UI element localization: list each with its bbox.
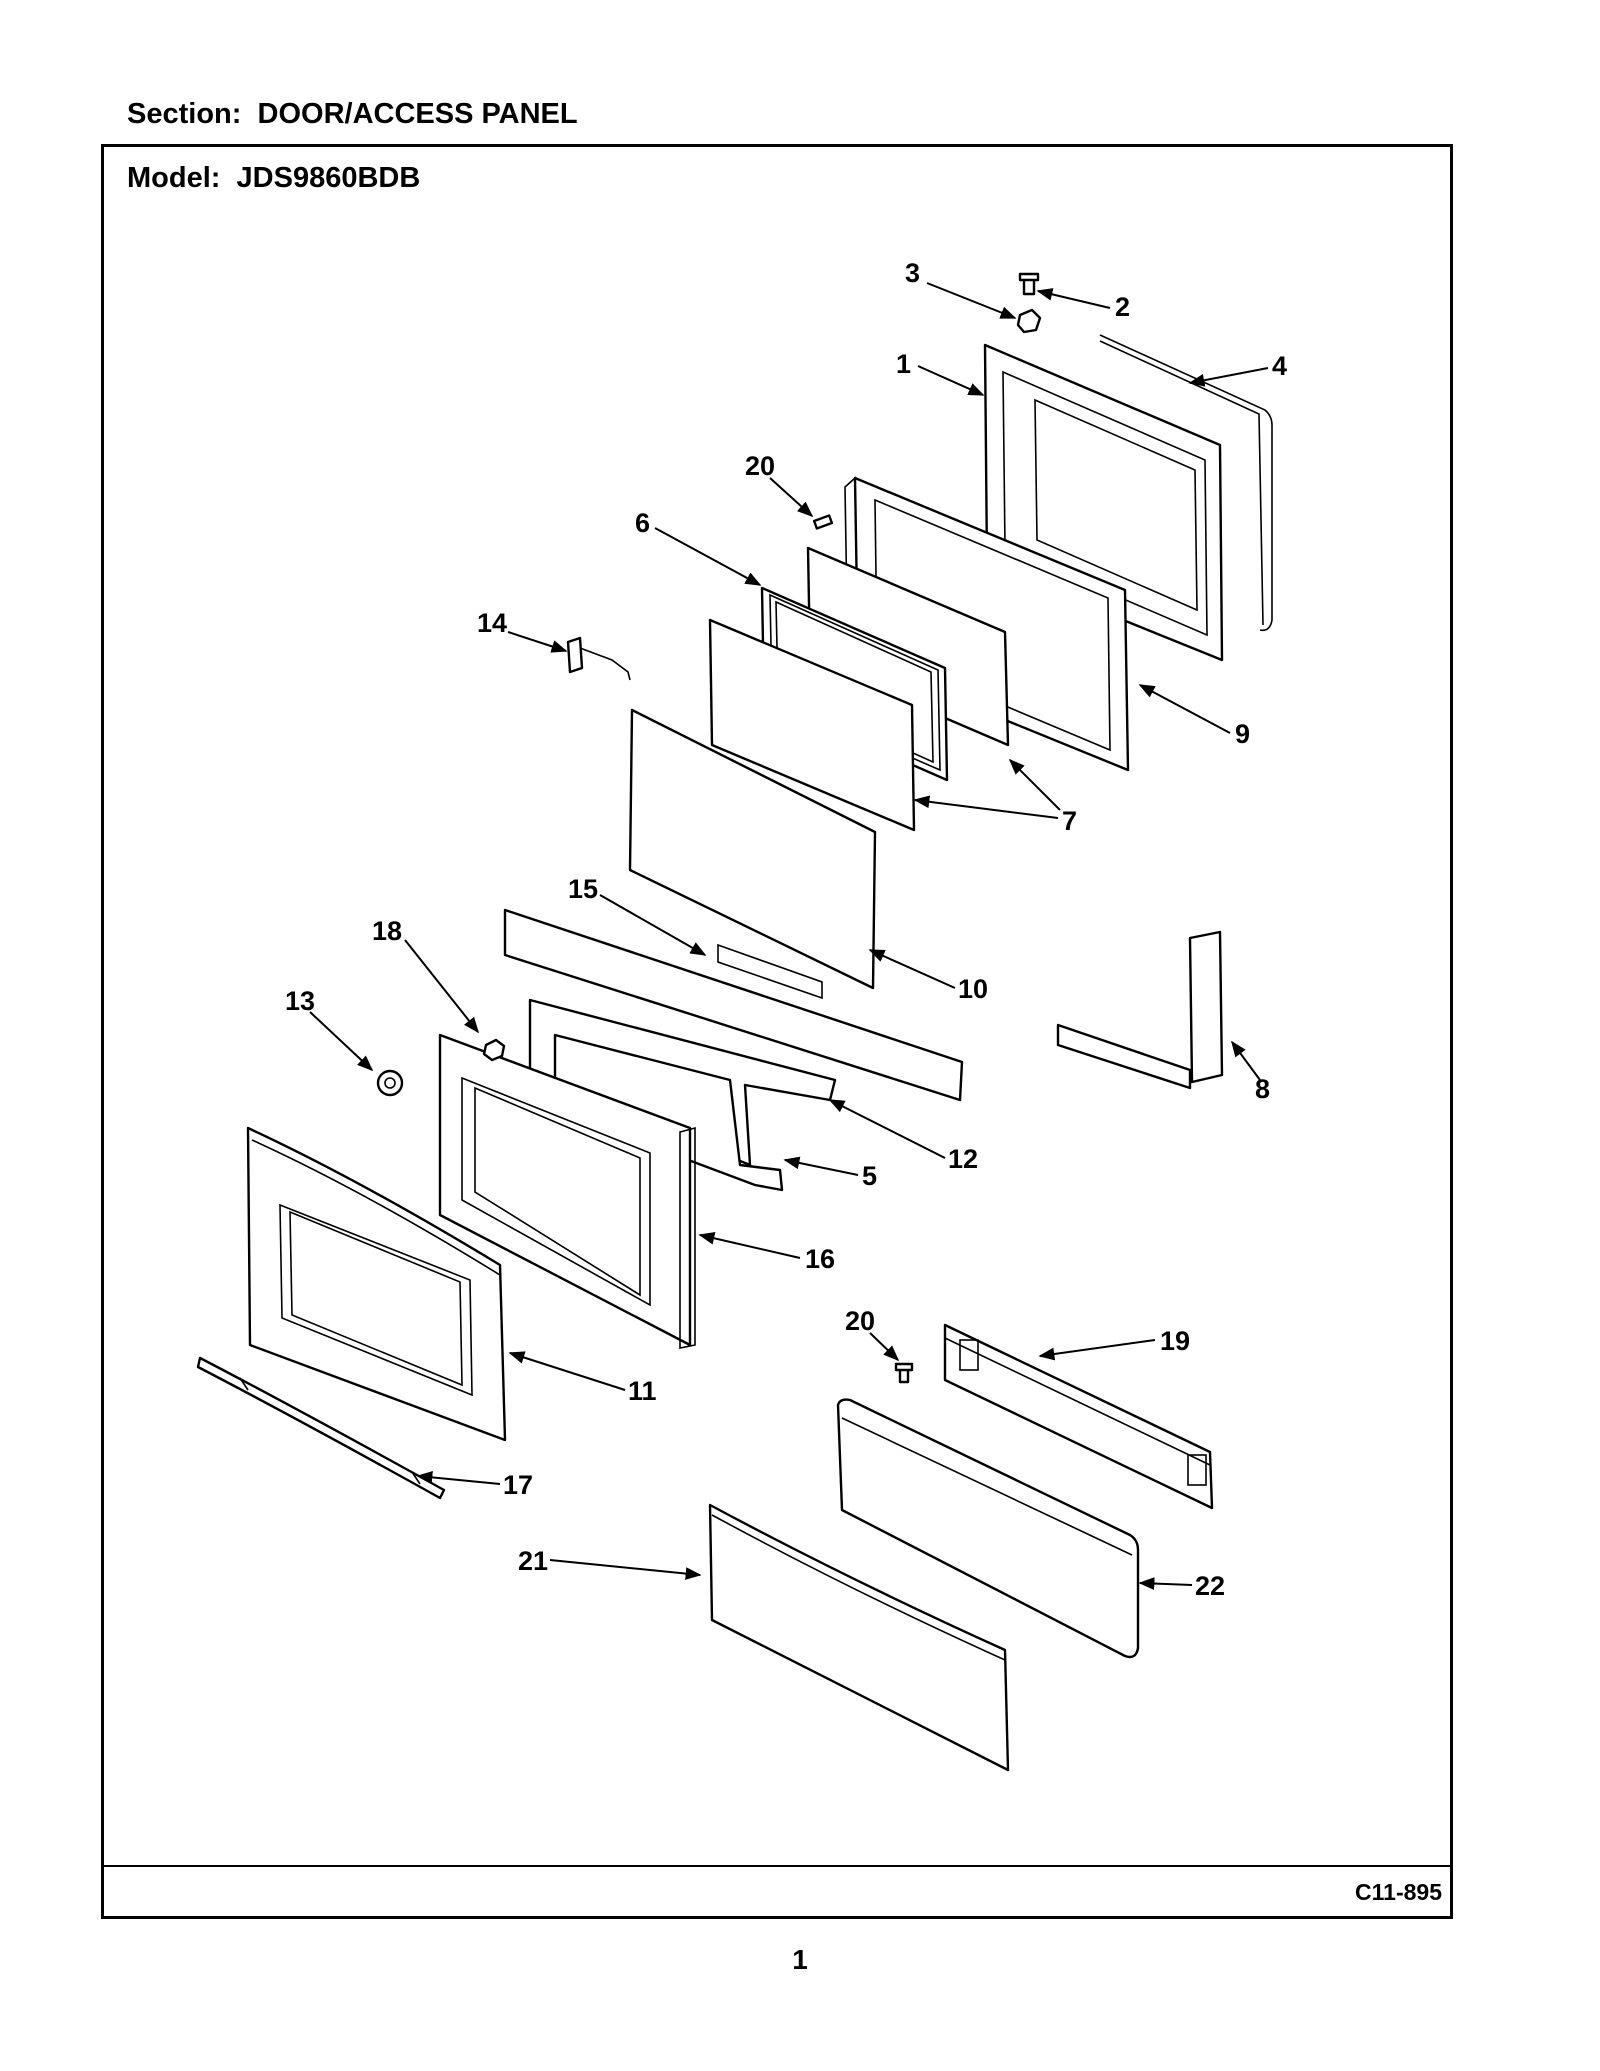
callout-20-lower: 20 [845, 1306, 875, 1336]
callout-12: 12 [948, 1144, 978, 1174]
callout-5: 5 [862, 1161, 877, 1191]
callout-7: 7 [1062, 806, 1077, 836]
callout-2: 2 [1115, 292, 1130, 322]
page-number: 1 [792, 1944, 808, 1975]
part-8-side-trim [1056, 930, 1224, 1090]
callout-22: 22 [1195, 1571, 1225, 1601]
callout-4: 4 [1272, 351, 1287, 381]
part-20-screw-upper [812, 514, 834, 530]
callout-leaders [309, 282, 1269, 1590]
callout-13: 13 [285, 986, 315, 1016]
model-title: Model: JDS9860BDB [127, 162, 421, 194]
callout-21: 21 [518, 1546, 548, 1576]
callout-9: 9 [1235, 719, 1250, 749]
part-10-glass-panel [628, 708, 877, 990]
callout-11: 11 [628, 1376, 657, 1406]
part-4-seal-strip [1099, 334, 1273, 632]
part-20-screw-lower [894, 1362, 914, 1384]
part-13-grommet [376, 1069, 404, 1097]
callout-1: 1 [896, 349, 911, 379]
part-3-nut [1016, 308, 1042, 334]
diagram-frame [101, 144, 1453, 1919]
callout-15: 15 [568, 874, 598, 904]
part-15-trim-strip [503, 908, 964, 1102]
part-11-outer-door [246, 1126, 507, 1442]
callout-6: 6 [635, 508, 650, 538]
callout-19: 19 [1160, 1326, 1190, 1356]
callout-8: 8 [1255, 1074, 1270, 1104]
part-16-inner-door [438, 1033, 696, 1349]
callout-14: 14 [477, 608, 507, 638]
callout-20-upper: 20 [745, 451, 775, 481]
part-21-drawer-front [708, 1503, 1010, 1772]
drawing-code: C11-895 [1355, 1879, 1442, 1905]
part-2-screw [1018, 272, 1040, 296]
part-7-glass-front [708, 618, 916, 832]
callout-10: 10 [958, 974, 988, 1004]
callout-16: 16 [805, 1244, 835, 1274]
part-18-nut [482, 1038, 506, 1062]
callout-17: 17 [503, 1470, 533, 1500]
callout-3: 3 [905, 258, 920, 288]
section-title: Section: DOOR/ACCESS PANEL [127, 98, 578, 130]
footer-divider [101, 1865, 1453, 1867]
callout-18: 18 [372, 916, 402, 946]
part-19-bracket [943, 1323, 1214, 1510]
part-14-bracket [566, 636, 631, 681]
part-22-drawer-box [836, 1398, 1140, 1659]
